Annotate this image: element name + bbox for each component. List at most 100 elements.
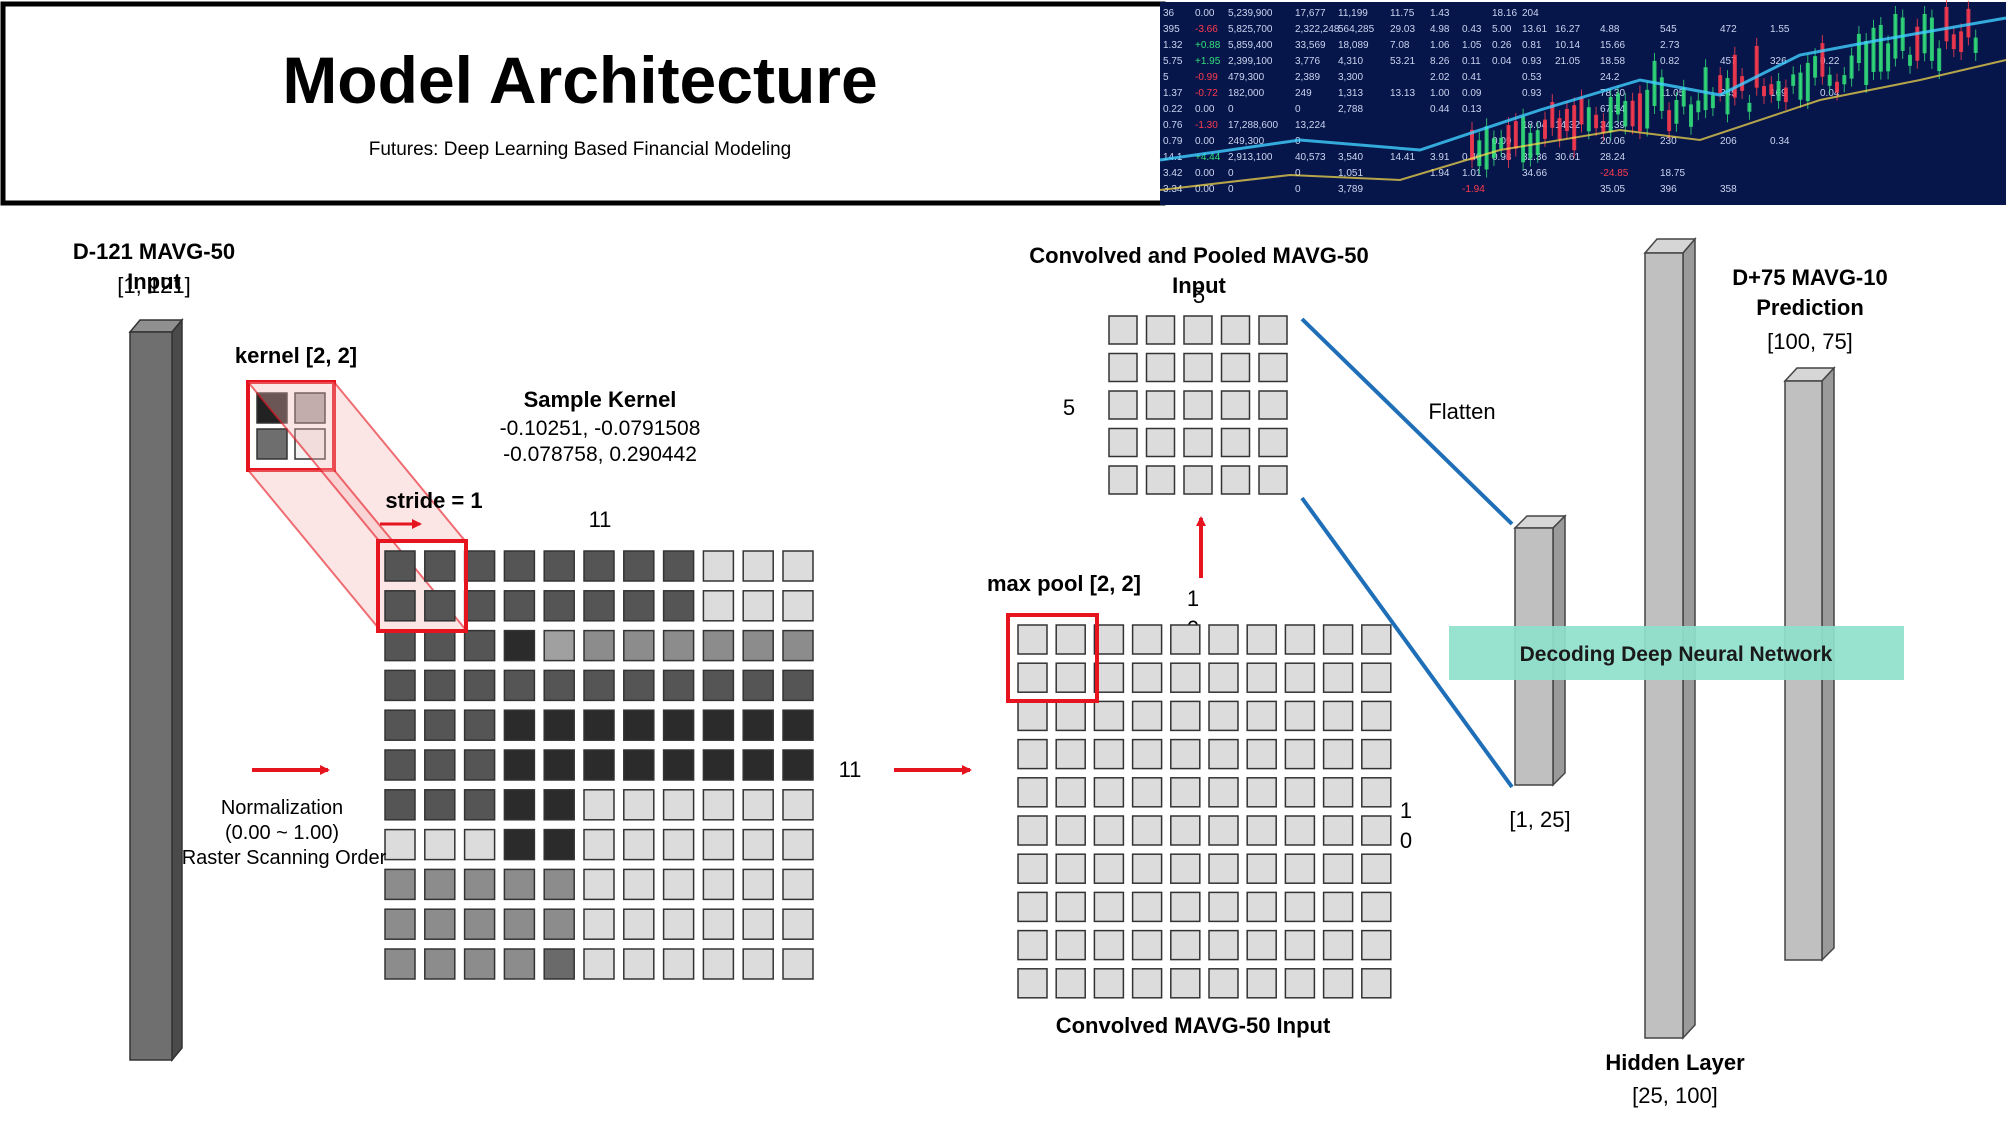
candle-body [1499, 137, 1504, 149]
candle-body [1805, 62, 1810, 102]
decoder-banner [1449, 626, 1904, 680]
input-cell [662, 669, 695, 702]
input-cell [702, 908, 735, 940]
input-cell [543, 908, 575, 940]
sample-kernel-row-2: -0.078758, 0.290442 [503, 443, 697, 466]
ticker-value: 182,000 [1228, 88, 1265, 99]
input-cell [702, 948, 735, 980]
conv-cell [1131, 815, 1163, 846]
raster-order-label: Raster Scanning Order [182, 847, 387, 869]
candle-body [1973, 37, 1978, 53]
input-cell [463, 669, 496, 702]
ticker-value: 34.66 [1522, 168, 1547, 179]
input-cell [543, 948, 575, 980]
conv-cell [1093, 700, 1125, 732]
candle-body [1703, 67, 1708, 111]
conv-cell [1170, 968, 1201, 999]
input-cell [384, 828, 416, 861]
candle-body [1783, 87, 1788, 103]
candle-body [1813, 56, 1818, 78]
candle-body [1513, 121, 1518, 149]
pooled-cell [1258, 352, 1288, 383]
ticker-value: 479,300 [1228, 72, 1265, 83]
candle-body [1506, 125, 1511, 160]
candle-body [1871, 27, 1876, 73]
ticker-value: 5,239,900 [1228, 8, 1273, 19]
conv-cell [1361, 968, 1392, 999]
input-matrix-11x11 [384, 550, 814, 980]
candle-body [1791, 74, 1796, 86]
input-cell [583, 789, 615, 821]
input-cell [424, 749, 456, 781]
input-cell [742, 629, 774, 662]
input-cell [662, 789, 695, 821]
input-cell [543, 590, 575, 622]
conv-cell [1208, 891, 1239, 923]
pooled-cell [1220, 390, 1251, 420]
input-cell [702, 709, 735, 741]
conv-cell [1361, 777, 1392, 808]
ticker-value: -1.94 [1462, 184, 1485, 195]
input-cell [742, 908, 774, 940]
sample-kernel-title: Sample Kernel [524, 387, 677, 412]
conv-cell [1246, 662, 1277, 693]
ticker-value: 5.75 [1163, 56, 1183, 67]
input-cell [583, 669, 615, 702]
candle-body [1908, 54, 1912, 66]
input-cell [424, 709, 456, 741]
conv-cell [1361, 738, 1392, 770]
max-pool-window-highlight [1006, 613, 1099, 703]
ticker-value: 13,224 [1295, 120, 1326, 131]
input-cell [424, 868, 456, 901]
input-cell [623, 948, 655, 980]
input-cell [543, 749, 575, 781]
input-cell [463, 749, 496, 781]
ticker-value: 2,322,248 [1295, 24, 1340, 35]
ticker-value: 3,540 [1338, 152, 1363, 163]
conv-cell [1017, 929, 1048, 961]
ticker-value: 1.01 [1462, 168, 1482, 179]
ticker-value: -1.30 [1195, 120, 1218, 131]
ticker-value: 13.13 [1390, 88, 1415, 99]
ticker-value: 5,825,700 [1228, 24, 1273, 35]
normalization-label: Normalization [221, 797, 343, 819]
conv-cell [1017, 891, 1048, 923]
ticker-value: 21.05 [1555, 56, 1580, 67]
candle-body [1951, 34, 1956, 50]
input-cell [463, 550, 496, 582]
candle-body [1535, 130, 1540, 155]
pooled-grid-height: 5 [1063, 395, 1075, 420]
ticker-value: 18.58 [1600, 56, 1625, 67]
conv-cell [1246, 968, 1277, 999]
conv-cell [1055, 929, 1086, 961]
input-cell [623, 669, 655, 702]
conv-cell [1170, 853, 1201, 884]
input-cell [782, 948, 814, 980]
pooled-grid-title-2: Input [1172, 273, 1226, 298]
candle-body [1886, 43, 1891, 72]
hidden-layer-title: Hidden Layer [1605, 1050, 1745, 1075]
candle-body [1849, 55, 1854, 79]
conv-cell [1055, 624, 1086, 655]
kernel-projection [247, 381, 467, 631]
input-cell [384, 749, 416, 781]
conv-cell [1093, 815, 1125, 846]
input-cell [543, 868, 575, 901]
conv-cell [1170, 700, 1201, 732]
input-cell [384, 590, 416, 622]
candle-body [1776, 81, 1781, 101]
input-cell [583, 590, 615, 622]
pooled-cell [1183, 465, 1213, 495]
ticker-value: 24.2 [1600, 72, 1620, 83]
input-cell [543, 709, 575, 741]
kernel-cell [294, 392, 326, 424]
ticker-value: 358 [1720, 184, 1737, 195]
conv-cell [1017, 968, 1048, 999]
ticker-value: 206 [1720, 136, 1737, 147]
ticker-value: 0 [1295, 184, 1301, 195]
input-cell [662, 868, 695, 901]
input-cell [623, 550, 655, 582]
ticker-value: 0.41 [1462, 72, 1482, 83]
conv-cell [1246, 853, 1277, 884]
